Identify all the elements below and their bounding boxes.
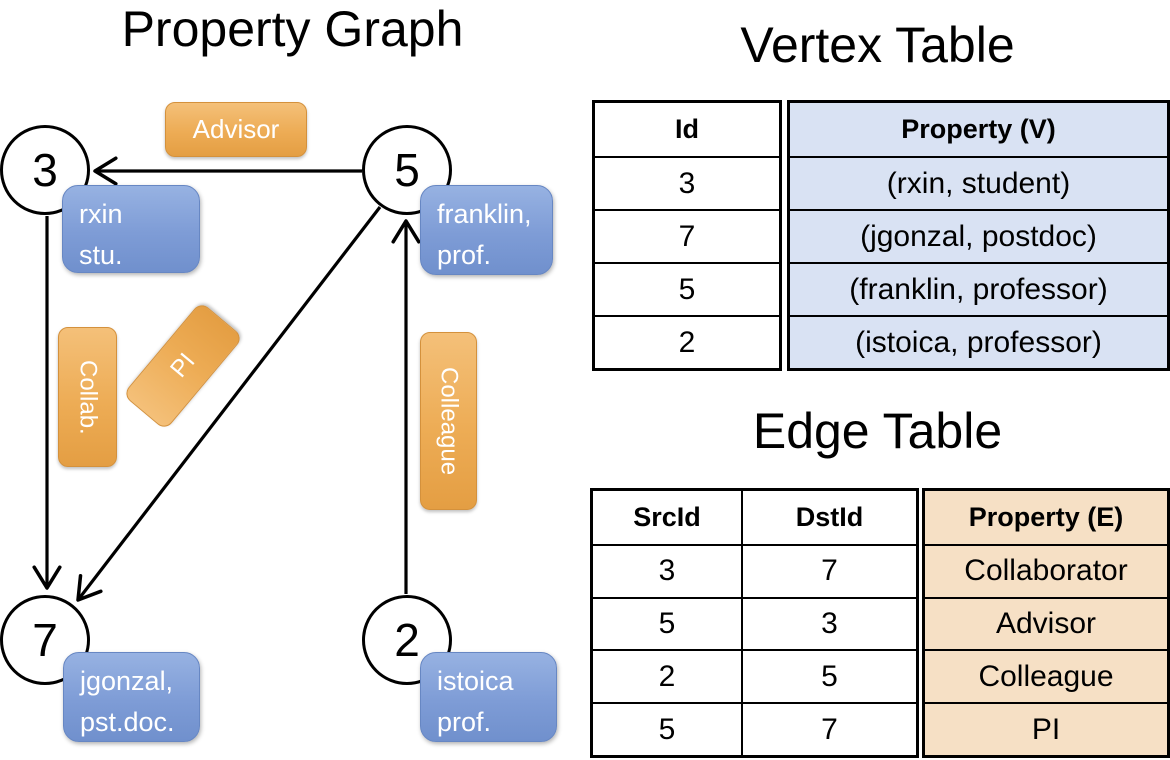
node-circle-5: 5 [362, 125, 452, 215]
edge-table-cell-property: Collaborator [925, 543, 1167, 597]
edge-table-cell-srcid: 3 [593, 543, 743, 597]
edge-label-text: Collab. [74, 359, 102, 435]
vertex-table-property-column: Property (V) (rxin, student) (jgonzal, p… [787, 100, 1170, 371]
edge-table-cell-property: PI [925, 702, 1167, 755]
edge-table-cell-dstid: 7 [743, 543, 916, 597]
graph-edges-svg [32, 156, 421, 602]
edge-table-header-srcid: SrcId [593, 491, 743, 544]
vertex-property-line: prof. [437, 239, 492, 270]
vertex-property-line: rxin [79, 199, 123, 229]
node-id-label: 2 [394, 614, 420, 666]
edge-table-cell-srcid: 5 [593, 702, 743, 755]
edge-label-text: PI [164, 348, 201, 384]
vertex-table-id-column: Id 3 7 5 2 [592, 100, 782, 371]
edge-table-cell-srcid: 5 [593, 596, 743, 650]
edge-label-advisor: Advisor [165, 102, 307, 157]
node-id-label: 5 [394, 144, 420, 196]
vertex-property-line: pst.doc. [80, 706, 175, 737]
vertex-table-header-property: Property (V) [901, 114, 1056, 144]
edge-table-cell-dstid: 3 [743, 596, 916, 650]
vertex-table-title: Vertex Table [740, 17, 1015, 73]
vertex-property-box-jgonzal: jgonzal, pst.doc. [63, 652, 200, 742]
vertex-table-cell-id: 5 [595, 262, 779, 315]
vertex-property-line: prof. [437, 706, 492, 737]
edge-label-colleague: Colleague [420, 332, 477, 510]
vertex-property-box-franklin: franklin, prof. [420, 185, 553, 275]
node-id-label: 7 [32, 614, 58, 666]
vertex-table-cell-property: (rxin, student) [790, 156, 1167, 209]
vertex-property-line: stu. [79, 239, 123, 270]
edge-table-cell-property: Colleague [925, 649, 1167, 702]
edge-table-header-dstid: DstId [795, 501, 864, 532]
edge-table-cell-dstid: 7 [743, 702, 916, 755]
edge-table-property-column: Property (E) Collaborator Advisor Collea… [922, 488, 1170, 758]
vertex-property-box-rxin: rxin stu. [62, 185, 200, 273]
vertex-table-cell-id: 2 [595, 315, 779, 368]
vertex-table-cell-property: (istoica, professor) [790, 315, 1167, 368]
vertex-table-cell-id: 7 [595, 209, 779, 262]
edge-line-5-to-7-pi [76, 206, 382, 602]
vertex-table-header-id: Id [675, 114, 699, 144]
node-id-label: 3 [32, 144, 58, 196]
edge-table-cell-property: Advisor [925, 596, 1167, 650]
edge-table-cell-srcid: 2 [593, 649, 743, 703]
property-graph-title: Property Graph [121, 1, 464, 57]
edge-table-cell-dstid: 5 [743, 649, 916, 702]
edge-label-collab: Collab. [58, 327, 117, 467]
vertex-table-cell-property: (franklin, professor) [790, 262, 1167, 315]
vertex-table-cell-id: 3 [595, 156, 779, 209]
vertex-property-box-istoica: istoica prof. [420, 652, 557, 742]
edge-label-text: Advisor [192, 114, 280, 144]
node-circle-2: 2 [362, 595, 452, 685]
edge-label-text: Colleague [435, 366, 463, 476]
vertex-property-line: franklin, [437, 199, 532, 229]
edge-table-title: Edge Table [752, 403, 1003, 459]
edge-table-id-columns: SrcId DstId 3 7 5 3 2 5 5 7 [590, 488, 919, 758]
vertex-table-cell-property: (jgonzal, postdoc) [790, 209, 1167, 262]
vertex-property-line: jgonzal, [80, 666, 174, 696]
vertex-property-line: istoica [437, 666, 514, 696]
edge-table-header-property: Property (E) [968, 501, 1124, 532]
